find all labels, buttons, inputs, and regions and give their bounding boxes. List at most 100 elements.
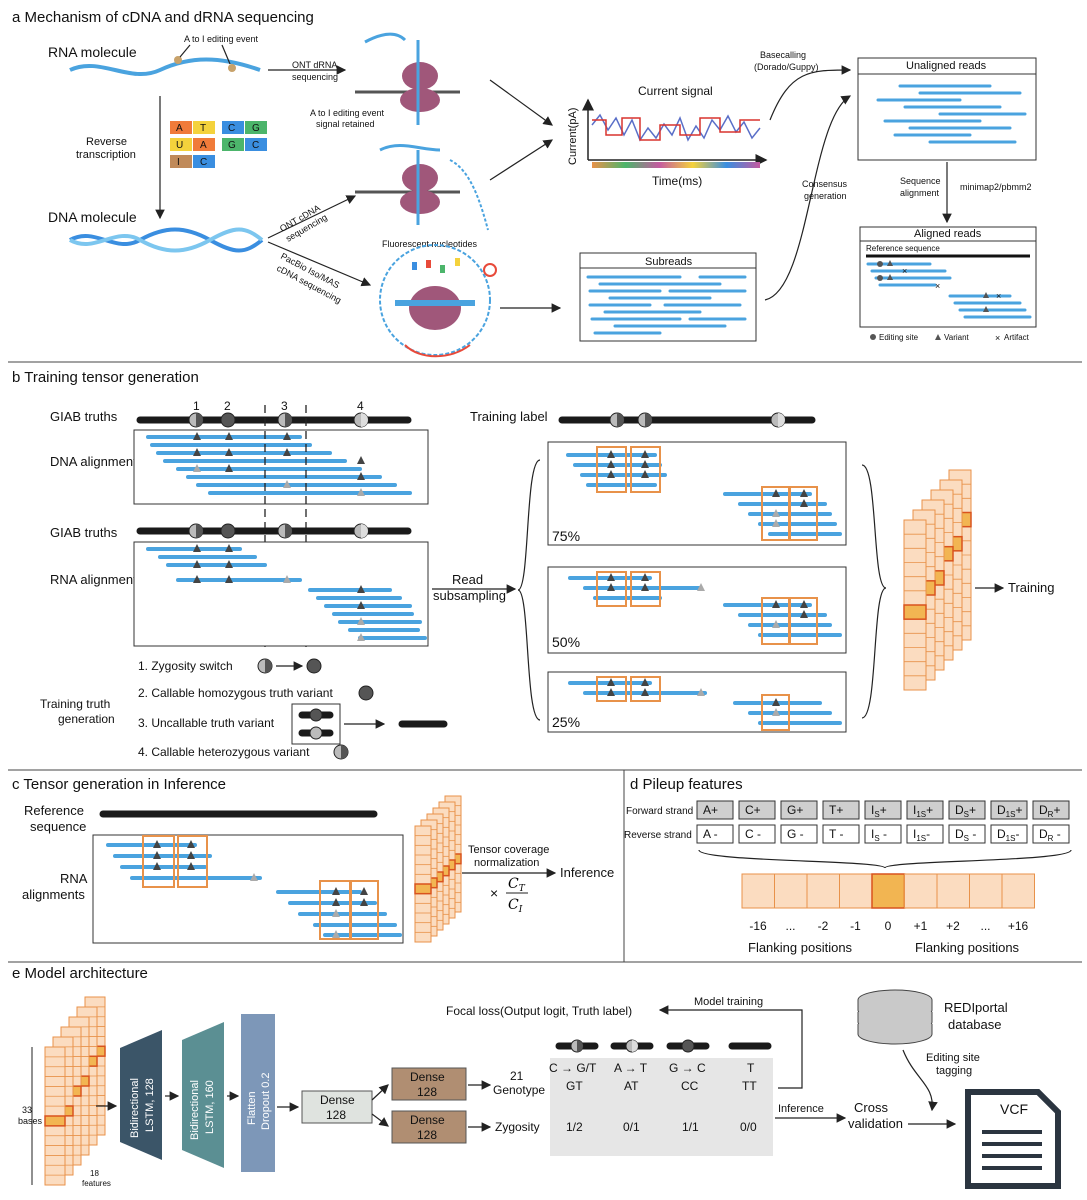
feature-cell: [1032, 800, 1070, 820]
zygosity-3: 1/1: [682, 1120, 699, 1134]
dna-reads: [146, 432, 412, 496]
position-cell: [936, 873, 970, 909]
output-table: [550, 1058, 773, 1156]
genotype-3: CC: [681, 1079, 699, 1093]
zygosity-2: 0/1: [623, 1120, 640, 1134]
unaligned-reads-box: Unaligned reads: [857, 57, 1037, 161]
tensor-focal-cell: [414, 883, 432, 895]
reference-label-2: sequence: [30, 819, 86, 834]
inference-label: Inference: [560, 865, 614, 880]
genotype-count-label: 21: [510, 1069, 524, 1083]
forward-strand-label: Forward strand: [626, 806, 693, 817]
flatten-block: [241, 1014, 275, 1172]
rna-strand: [69, 57, 261, 76]
panel-a: a Mechanism of cDNA and dRNA sequencing …: [12, 9, 1037, 358]
lstm1-label-1: Bidirectional: [129, 1078, 141, 1138]
rna-alignments-label: RNA alignments: [50, 572, 144, 587]
feature-label: G+: [787, 803, 803, 817]
position-label: -16: [749, 919, 767, 933]
site-4: 4: [357, 399, 364, 413]
feature-label: G -: [787, 827, 804, 841]
feature-label: DS -: [955, 827, 976, 843]
flatten-label-2: Dropout 0.2: [260, 1073, 272, 1130]
genotype-markers-1: [188, 412, 369, 428]
zygosity-1: 1/2: [566, 1120, 583, 1134]
reverse-transcription-label-1: Reverse: [86, 136, 127, 148]
flanking-left-label: Flanking positions: [748, 940, 853, 955]
feature-label: A+: [703, 803, 718, 817]
dense2-label-1: Dense: [410, 1070, 445, 1084]
training-label: Training: [1008, 580, 1054, 595]
editing-site-legend-icon: [870, 334, 876, 340]
dna-molecule-label: DNA molecule: [48, 209, 137, 225]
lstm2-label-2: LSTM, 160: [204, 1080, 216, 1134]
feature-label: DS+: [955, 803, 976, 819]
reference-sequence-label: Reference sequence: [866, 244, 940, 253]
rna-molecule-label: RNA molecule: [48, 44, 137, 60]
base-c2: C: [252, 140, 259, 151]
input-tensor-stack: [44, 996, 106, 1186]
model-training-label: Model training: [694, 996, 763, 1008]
sequence-alignment-label-1: Sequence: [900, 176, 941, 186]
nanopore-cdna-icon: [355, 144, 489, 231]
change-3: G → C: [669, 1061, 706, 1075]
svg-text:×: ×: [996, 291, 1001, 301]
formula-den-sub: I: [518, 905, 523, 915]
dense3-label-2: 128: [417, 1128, 437, 1142]
rule-4: 4. Callable heterozygous variant: [138, 745, 310, 759]
panel-e-title: e Model architecture: [12, 965, 148, 982]
feature-cell: [1032, 824, 1070, 844]
giab-truths-label-2: GIAB truths: [50, 525, 118, 540]
artifact-legend-icon: ×: [995, 333, 1000, 343]
dense3-label-1: Dense: [410, 1113, 445, 1127]
rule-2: 2. Callable homozygous truth variant: [138, 686, 333, 700]
rule-3: 3. Uncallable truth variant: [138, 716, 275, 730]
cross-label: Cross: [854, 1100, 888, 1115]
lstm1-label-2: LSTM, 128: [144, 1078, 156, 1132]
feature-label: A -: [703, 827, 718, 841]
subsample-75: 75%: [547, 441, 847, 546]
bases-label-2: bases: [18, 1116, 43, 1126]
reverse-strand-label: Reverse strand: [624, 830, 692, 841]
feature-cell: [990, 800, 1028, 820]
times-symbol: ×: [490, 885, 498, 901]
change-2: A → T: [614, 1061, 648, 1075]
basecalling-label-2: (Dorado/Guppy): [754, 62, 819, 72]
pacbio-polymerase-icon: [379, 244, 497, 358]
site-1: 1: [193, 399, 200, 413]
ont-drna-label-1: ONT dRNA: [292, 60, 337, 70]
ont-drna-label-2: sequencing: [292, 72, 338, 82]
normalization-label-1: Tensor coverage: [468, 844, 549, 856]
dense-3-block: [391, 1110, 467, 1144]
position-label: -2: [818, 919, 829, 933]
panel-d: d Pileup features Forward strand Reverse…: [624, 776, 1072, 955]
feature-label: I1S+: [913, 803, 933, 819]
tensor-focal-cell: [44, 1115, 66, 1127]
training-tensor-stack: [903, 469, 972, 691]
consensus-label-2: generation: [804, 191, 847, 201]
feature-cell: [822, 824, 860, 844]
rediportal-label-1: REDIportal: [944, 1000, 1008, 1015]
position-label: ...: [980, 919, 990, 933]
editing-tagging-label-2: tagging: [936, 1065, 972, 1077]
rule-1: 1. Zygosity switch: [138, 659, 233, 673]
legend-artifact: Artifact: [1004, 333, 1030, 342]
lstm-160-block: [182, 1022, 224, 1168]
zygosity-label: Zygosity: [495, 1120, 540, 1134]
feature-cell: [738, 800, 776, 820]
feature-label: I1S-: [913, 827, 930, 843]
rna-label: RNA: [60, 871, 88, 886]
read-subsampling-label-1: Read: [452, 572, 483, 587]
alignments-label: alignments: [22, 887, 85, 902]
svg-text:×: ×: [902, 266, 907, 276]
feature-label: C+: [745, 803, 761, 817]
editing-tagging-label-1: Editing site: [926, 1052, 980, 1064]
feature-cell: [864, 824, 902, 844]
feature-cell: [780, 800, 818, 820]
legend-variant: Variant: [944, 333, 970, 342]
unaligned-reads-title: Unaligned reads: [906, 60, 987, 72]
normalization-label-2: normalization: [474, 857, 539, 869]
sequence-alignment-label-2: alignment: [900, 188, 940, 198]
e-inference-label: Inference: [778, 1103, 824, 1115]
